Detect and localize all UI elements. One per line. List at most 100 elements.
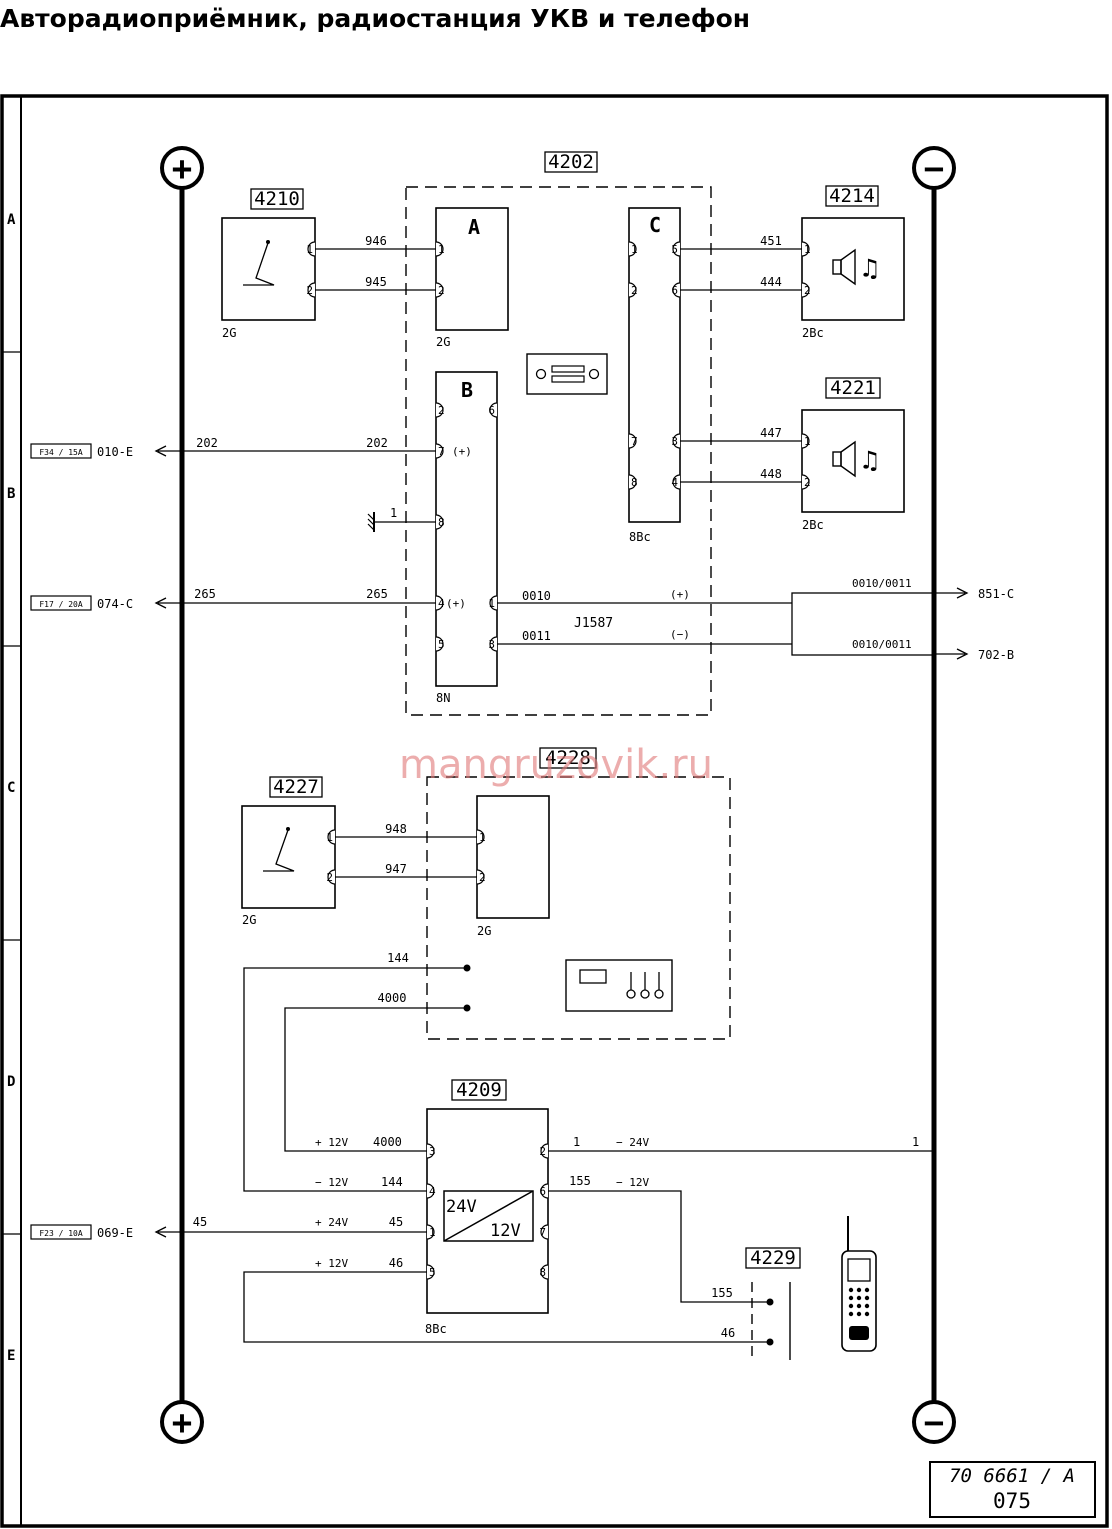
wire-155: 155 155 (548, 1174, 770, 1303)
signal-plus-b4: (+) (446, 597, 466, 610)
svg-text:947: 947 (385, 862, 407, 876)
pin-number: 2 (438, 284, 445, 297)
component-4202-outline (405, 186, 712, 716)
connector-b-type: 8N (436, 691, 450, 705)
pin-marker (327, 869, 336, 885)
pin-marker (540, 1143, 549, 1159)
row-label-e: E (7, 1348, 15, 1364)
drawing-number: 075 (993, 1489, 1031, 1513)
pin-number: 4 (429, 1185, 436, 1198)
pin-marker (307, 241, 316, 257)
component-4210-type: 2G (222, 326, 236, 340)
connector-a (435, 207, 509, 331)
wire-448: 448 (680, 467, 802, 483)
antenna-icon (243, 240, 275, 286)
pin-number: 2 (539, 1145, 546, 1158)
svg-text:010-E: 010-E (97, 445, 133, 459)
bus-label: J1587 (574, 616, 613, 631)
svg-text:144: 144 (387, 951, 409, 965)
row-strip: A B C D E (2, 212, 21, 1364)
component-4209-label: 4209 (456, 1079, 502, 1101)
pin-number: 3 (671, 435, 678, 448)
svg-text:444: 444 (760, 275, 782, 289)
svg-text:069-E: 069-E (97, 1226, 133, 1240)
diagram-frame (0, 94, 1109, 1528)
row-label-b: B (7, 486, 15, 502)
svg-text:851-C: 851-C (978, 587, 1014, 601)
connector-a-label: A (468, 215, 480, 239)
svg-text:F23 / 10A: F23 / 10A (39, 1229, 83, 1238)
bus-bracket (791, 592, 935, 656)
component-4228-connector (476, 795, 550, 919)
transceiver-icon (565, 959, 673, 1012)
component-4221-label: 4221 (830, 377, 876, 399)
signal-plus12-b: + 12V (315, 1257, 348, 1270)
pin-marker (435, 636, 444, 652)
pin-number: 2 (326, 871, 333, 884)
component-4214-label: 4214 (829, 185, 875, 207)
pin-number: 1 (804, 435, 811, 448)
pin-marker (628, 241, 637, 257)
mobile-phone-icon (841, 1216, 877, 1352)
signal-plus12-a: + 12V (315, 1136, 348, 1149)
minus-symbol-top: − (924, 149, 944, 189)
pin-marker (672, 433, 681, 449)
component-4209 (426, 1108, 549, 1314)
pin-number: 1 (429, 1226, 436, 1239)
svg-text:46: 46 (721, 1326, 735, 1340)
pin-marker (672, 474, 681, 490)
pin-marker (801, 433, 810, 449)
row-label-d: D (7, 1074, 15, 1090)
pin-number: 6 (488, 404, 495, 417)
pin-number: 1 (479, 831, 486, 844)
pin-number: 3 (429, 1145, 436, 1158)
wire-946: 946 (315, 234, 436, 250)
component-4214-type: 2Bc (802, 326, 824, 340)
drawing-code: 70 6661 / A (949, 1465, 1075, 1487)
signal-minus24: − 24V (616, 1136, 649, 1149)
signal-minus12-b: − 12V (616, 1176, 649, 1189)
component-4228-outline (426, 776, 731, 1040)
pin-number: 5 (438, 638, 445, 651)
svg-text:265: 265 (194, 587, 216, 601)
page-title: Авторадиоприёмник, радиостанция УКВ и те… (0, 4, 751, 33)
pin-marker (426, 1224, 435, 1240)
pin-marker (426, 1183, 435, 1199)
svg-text:0010/0011: 0010/0011 (852, 577, 912, 590)
converter-output-label: 12V (490, 1221, 521, 1241)
svg-text:4000: 4000 (378, 991, 407, 1005)
radio-icon (526, 353, 608, 395)
connector-c-type: 8Bc (629, 530, 651, 544)
minus-symbol-bottom: − (924, 1403, 944, 1443)
svg-text:0011: 0011 (522, 629, 551, 643)
pin-marker (672, 282, 681, 298)
pin-number: 8 (631, 476, 638, 489)
wire-447: 447 (680, 426, 802, 442)
wire-265: 265 265 (154, 587, 436, 609)
pin-number: 7 (539, 1226, 546, 1239)
pin-marker (489, 402, 498, 418)
pin-number: 4 (438, 597, 445, 610)
converter-input-label: 24V (446, 1197, 477, 1217)
bus-ref-702b: 0010/0011 702-B (852, 638, 1014, 662)
pin-marker (426, 1264, 435, 1280)
svg-text:0010/0011: 0010/0011 (852, 638, 912, 651)
positive-rail: + + (160, 146, 204, 1444)
pin-marker (435, 443, 444, 459)
watermark: mangruzovik.ru (399, 742, 713, 788)
wire-0011: 0011 (−) (497, 628, 792, 645)
component-4221-type: 2Bc (802, 518, 824, 532)
voltage-converter-icon: 24V 12V (443, 1190, 534, 1242)
pin-number: 1 (306, 243, 313, 256)
bus-ref-851c: 0010/0011 851-C (852, 577, 1014, 601)
pin-marker (540, 1264, 549, 1280)
wire-4000-label-b: 4000 (373, 1135, 402, 1149)
ground-symbol: 1 (367, 506, 436, 532)
connector-c (628, 207, 681, 523)
pin-marker (540, 1224, 549, 1240)
svg-text:451: 451 (760, 234, 782, 248)
component-4227-label: 4227 (273, 776, 319, 798)
pin-marker (489, 595, 498, 611)
pin-number: 6 (671, 284, 678, 297)
